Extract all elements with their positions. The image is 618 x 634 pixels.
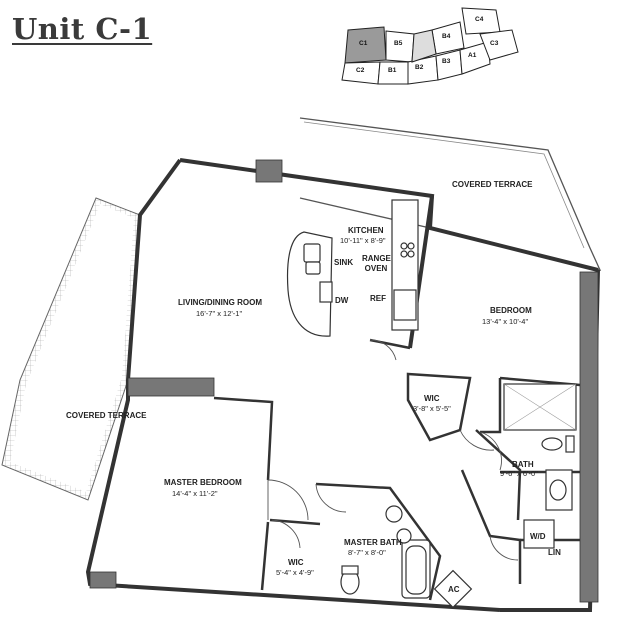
key-label-b4: B4 xyxy=(442,33,451,40)
key-label-c1: C1 xyxy=(359,40,368,47)
dim-master-bedroom: 14'-4" x 11'-2" xyxy=(172,489,218,498)
label-wic-bedroom: WIC xyxy=(424,394,440,403)
key-plan xyxy=(341,7,519,85)
key-label-c4: C4 xyxy=(475,16,484,23)
label-sink: SINK xyxy=(334,258,354,267)
bath-fixtures xyxy=(340,383,577,609)
label-ac: AC xyxy=(448,585,460,594)
key-label-c3: C3 xyxy=(490,40,499,47)
label-covered-terrace-top: COVERED TERRACE xyxy=(452,180,533,189)
ac-shape xyxy=(433,569,473,609)
key-unit-a1-shape xyxy=(459,41,491,75)
dishwasher-shape xyxy=(319,281,333,303)
key-unit-b3-shape xyxy=(435,49,463,81)
label-dw: DW xyxy=(335,296,349,305)
label-ref: REF xyxy=(370,294,386,303)
key-label-b1: B1 xyxy=(388,67,397,74)
dim-kitchen: 10'-11" x 8'-9" xyxy=(340,236,386,245)
column-top xyxy=(255,159,283,183)
label-bath: BATH xyxy=(512,460,534,469)
toilet-bath-shape xyxy=(541,437,563,451)
label-master-bedroom: MASTER BEDROOM xyxy=(164,478,242,487)
label-living-dining: LIVING/DINING ROOM xyxy=(178,298,262,307)
key-label-c2: C2 xyxy=(356,67,365,74)
dim-living-dining: 16'-7" x 12'-1" xyxy=(196,309,243,318)
page-title: Unit C-1 xyxy=(12,12,153,46)
sink-shape xyxy=(303,243,321,263)
dim-master-bath: 8'-7" x 8'-0" xyxy=(348,548,386,557)
key-label-b3: B3 xyxy=(442,58,451,65)
key-unit-c3-shape xyxy=(479,29,519,61)
washer-dryer-shape xyxy=(523,519,555,549)
column-left xyxy=(127,377,215,397)
key-label-b2: B2 xyxy=(415,64,424,71)
kitchen-island-shape xyxy=(286,231,333,337)
label-covered-terrace-left: COVERED TERRACE xyxy=(66,411,147,420)
dim-bedroom: 13'-4" x 10'-4" xyxy=(482,317,529,326)
key-label-b5: B5 xyxy=(394,40,403,47)
column-bottom xyxy=(89,571,117,589)
label-wic-master: WIC xyxy=(288,558,304,567)
top-terrace-outline xyxy=(299,117,602,271)
door-swings xyxy=(267,339,519,561)
label-master-bath: MASTER BATH xyxy=(344,538,402,547)
key-label-a1: A1 xyxy=(468,52,477,59)
label-lin: LIN xyxy=(548,548,561,557)
label-range-oven: RANGE OVEN xyxy=(362,254,391,273)
label-wd: W/D xyxy=(530,532,546,541)
column-right xyxy=(579,271,599,603)
refrigerator-shape xyxy=(393,289,417,321)
dim-wic-bedroom: 3'-8" x 5'-5" xyxy=(413,404,451,413)
range-burner-1 xyxy=(400,242,408,250)
kitchen-fixtures xyxy=(286,199,419,337)
dim-bath: 9'-6" x 6'-0" xyxy=(500,469,538,478)
label-kitchen: KITCHEN xyxy=(348,226,384,235)
dim-wic-master: 5'-4" x 4'-9" xyxy=(276,568,314,577)
key-core-shape xyxy=(411,29,437,63)
label-bedroom: BEDROOM xyxy=(490,306,532,315)
master-vanity-sink-shape xyxy=(385,505,403,523)
